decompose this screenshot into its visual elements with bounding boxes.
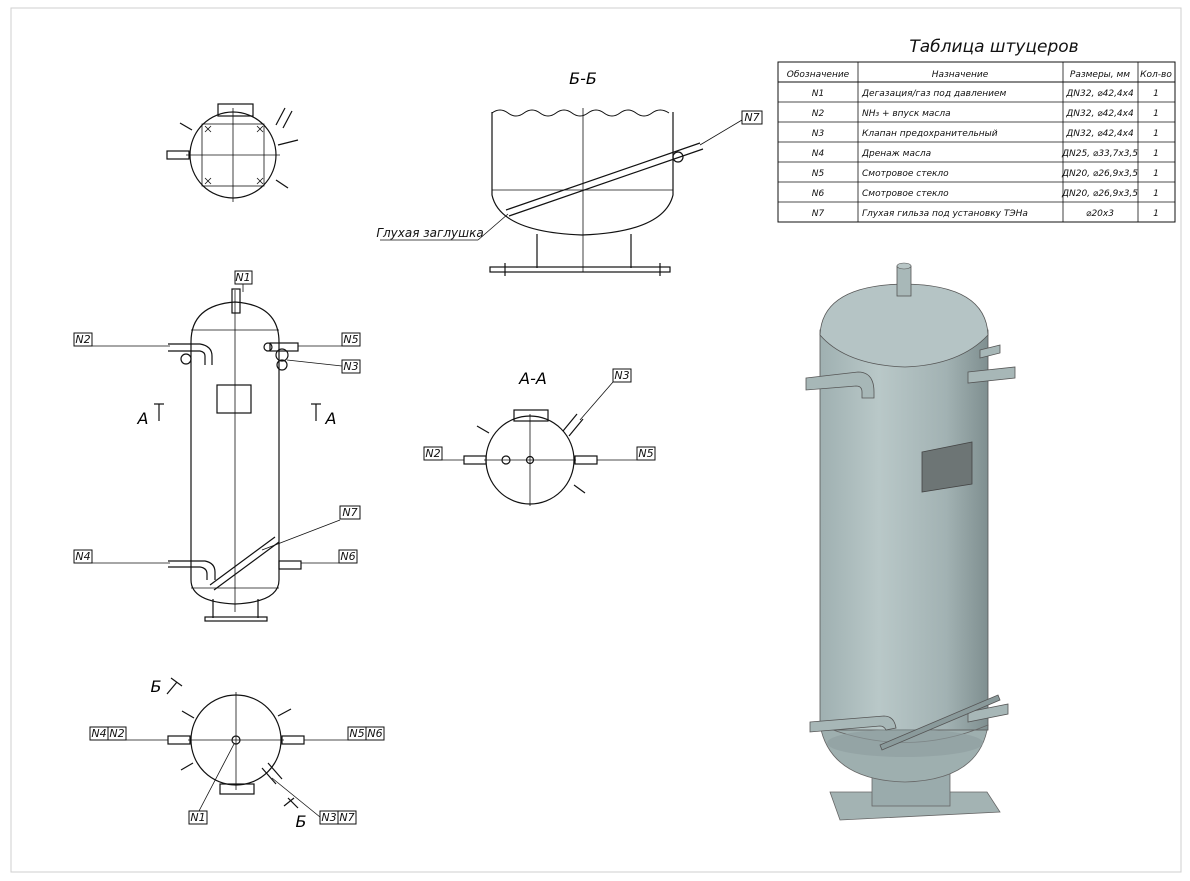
table-cell: N4	[812, 149, 825, 159]
table-row: N5 Смотровое стекло ДN20, ⌀26,9x3,5 1	[812, 169, 1159, 179]
cut-b-bottom: Б	[296, 812, 307, 831]
table-cell: N7	[812, 209, 825, 219]
table-cell: N2	[812, 109, 825, 119]
front-view: N1 N2 N5 N3 N4 N6 N7	[73, 270, 361, 622]
table-cell: Дренаж масла	[861, 149, 931, 159]
table-cell: N1	[812, 89, 824, 99]
table-cell: Смотровое стекло	[862, 189, 949, 199]
front-n4-label: N4	[75, 550, 90, 563]
aa-n3-label: N3	[614, 369, 629, 382]
plug-label: Глухая заглушка	[376, 226, 483, 240]
section-aa-title: А-А	[518, 369, 547, 388]
table-header-purpose: Назначение	[932, 70, 989, 80]
table-cell: 1	[1153, 129, 1159, 139]
bottom-n4-label: N4	[91, 727, 106, 740]
front-n3-label: N3	[343, 360, 358, 373]
table-cell: 1	[1153, 209, 1159, 219]
cut-a-right: А	[325, 409, 337, 428]
bottom-view: Б N4 N2 N5 N6 N1 N3 N7 Б	[89, 677, 385, 831]
table-cell: ⌀20x3	[1086, 209, 1114, 219]
table-header-size: Размеры, мм	[1070, 70, 1130, 80]
table-cell: 1	[1153, 169, 1159, 179]
bottom-n5-label: N5	[349, 727, 364, 740]
table-cell: Смотровое стекло	[862, 169, 949, 179]
table-cell: ДN25, ⌀33,7x3,5	[1061, 149, 1138, 159]
table-cell: 1	[1153, 189, 1159, 199]
table-cell: ДN20, ⌀26,9x3,5	[1061, 189, 1138, 199]
aa-n2-label: N2	[425, 447, 440, 460]
cut-b-top: Б	[151, 677, 162, 696]
table-cell: ДN32, ⌀42,4x4	[1065, 89, 1134, 99]
front-n1-label: N1	[235, 271, 250, 284]
front-n5-label: N5	[343, 333, 358, 346]
bottom-n7-label: N7	[339, 811, 354, 824]
table-cell: N6	[812, 189, 825, 199]
table-row: N2 NH₃ + впуск масла ДN32, ⌀42,4x4 1	[812, 109, 1159, 119]
cut-a-left: А	[137, 409, 149, 428]
table-cell: 1	[1153, 89, 1159, 99]
vessel-3d	[805, 262, 1016, 821]
section-bb: Б-Б N7 Глухая заглушка	[376, 69, 763, 276]
table-row: N4 Дренаж масла ДN25, ⌀33,7x3,5 1	[812, 149, 1159, 159]
table-cell: Клапан предохранительный	[862, 129, 998, 139]
bottom-n6-label: N6	[367, 727, 382, 740]
table-header-qty: Кол-во	[1140, 70, 1172, 80]
table-cell: N5	[812, 169, 825, 179]
table-row: N6 Смотровое стекло ДN20, ⌀26,9x3,5 1	[812, 189, 1159, 199]
front-n6-label: N6	[340, 550, 355, 563]
front-n7-label: N7	[342, 506, 357, 519]
table-cell: ДN32, ⌀42,4x4	[1065, 109, 1134, 119]
table-cell: 1	[1153, 109, 1159, 119]
table-cell: Дегазация/газ под давлением	[861, 89, 1007, 99]
table-cell: N3	[812, 129, 825, 139]
table-header-designation: Обозначение	[787, 70, 850, 80]
aa-n5-label: N5	[638, 447, 653, 460]
table-cell: ДN20, ⌀26,9x3,5	[1061, 169, 1138, 179]
bb-n7-label: N7	[744, 111, 759, 124]
table-row: N3 Клапан предохранительный ДN32, ⌀42,4x4 1	[812, 129, 1159, 139]
nozzle-table: Таблица штуцеров Обозначение Назначение …	[777, 37, 1176, 223]
top-view	[166, 103, 299, 202]
table-cell: Глухая гильза под установку ТЭНа	[862, 209, 1028, 219]
section-aa: А-А N2 N5 N3	[423, 368, 656, 506]
table-title: Таблица штуцеров	[909, 37, 1078, 57]
table-cell: 1	[1153, 149, 1159, 159]
bottom-n2-label: N2	[109, 727, 124, 740]
section-bb-title: Б-Б	[569, 69, 597, 88]
sheet-border	[10, 7, 1182, 873]
bottom-n3-label: N3	[321, 811, 336, 824]
front-n2-label: N2	[75, 333, 90, 346]
table-cell: ДN32, ⌀42,4x4	[1065, 129, 1134, 139]
table-cell: NH₃ + впуск масла	[862, 109, 951, 119]
table-row: N7 Глухая гильза под установку ТЭНа ⌀20x3 1	[812, 209, 1159, 219]
table-row: N1 Дегазация/газ под давлением ДN32, ⌀42,4…	[812, 89, 1159, 99]
bottom-n1-label: N1	[190, 811, 205, 824]
